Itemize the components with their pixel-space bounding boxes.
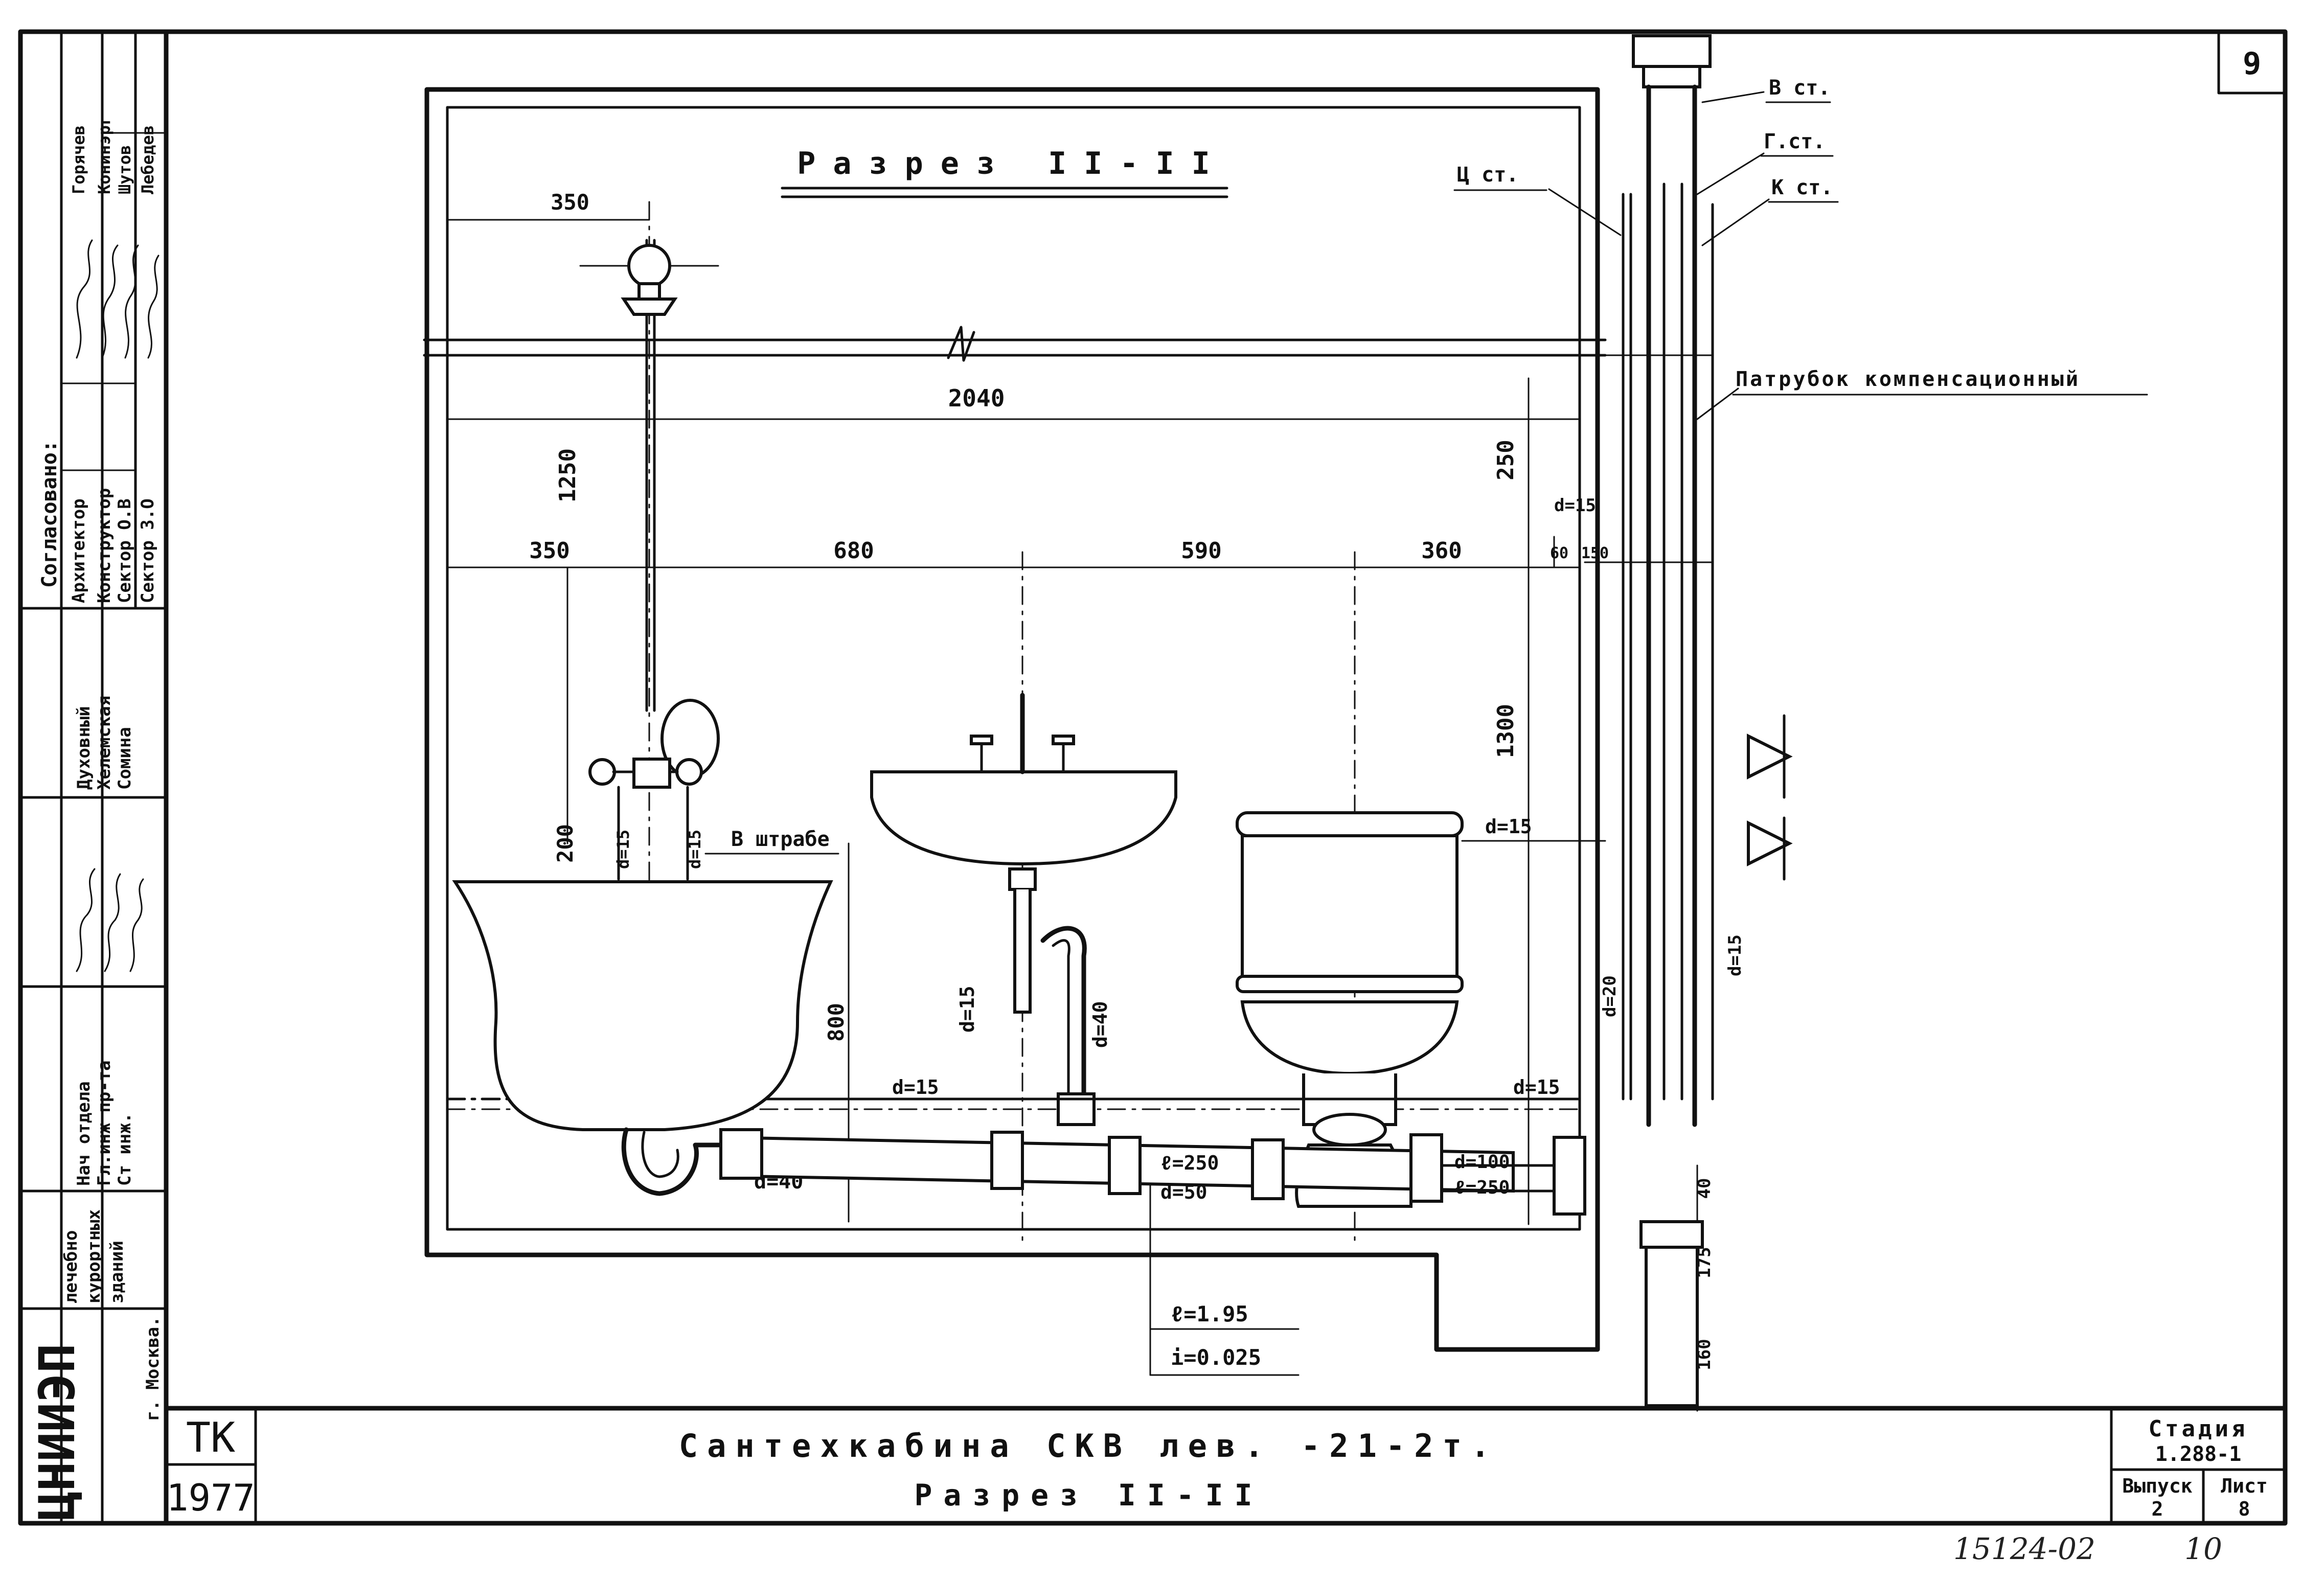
org-name-line: курортных bbox=[84, 1209, 104, 1303]
sheet-label: Лист bbox=[2221, 1475, 2268, 1497]
dim-40: 40 bbox=[1694, 1178, 1715, 1199]
pipe-note-d15: d=15 bbox=[956, 986, 978, 1033]
pipe-note-d15: d=15 bbox=[892, 1076, 939, 1098]
signatures-staff bbox=[76, 868, 144, 972]
title-line-2: Разрез II-II bbox=[914, 1478, 1263, 1513]
riser-leaders bbox=[1548, 91, 1770, 420]
pipe-note-slope: i=0.025 bbox=[1171, 1345, 1261, 1370]
pipe-note-d15: d=15 bbox=[613, 830, 633, 869]
staff-role: Нач отдела bbox=[74, 1081, 94, 1186]
pipe-note-d15: d=15 bbox=[685, 830, 704, 869]
pipe-note-d15: d=15 bbox=[1554, 495, 1596, 516]
title-block bbox=[164, 1406, 2288, 1525]
org-city: г. Москва. bbox=[143, 1316, 163, 1421]
staff-role: Ст инж. bbox=[115, 1113, 135, 1186]
dim-800: 800 bbox=[824, 1003, 849, 1042]
in-groove-label: В штрабе bbox=[731, 828, 830, 851]
dim-350: 350 bbox=[529, 538, 569, 564]
dim-360: 360 bbox=[1421, 538, 1462, 564]
section-title: Разрез II-II bbox=[797, 146, 1227, 181]
org-logo: ЦНИИЭП bbox=[29, 1343, 86, 1521]
left-stamp bbox=[19, 30, 168, 1525]
riser-label: Ц ст. bbox=[1457, 163, 1518, 187]
pipe-note-d15: d=15 bbox=[1485, 815, 1532, 838]
approval-role: Сектор З.О bbox=[138, 498, 158, 603]
pipe-note-d40: d=40 bbox=[1089, 1001, 1111, 1048]
approval-name: Лебедев bbox=[138, 125, 157, 194]
org-name-line: зданий bbox=[107, 1241, 127, 1303]
compensation-label: Патрубок компенсационный bbox=[1736, 368, 2080, 391]
title-line-1: Сантехкабина СКВ лев. -21-2т. bbox=[679, 1427, 1499, 1464]
staff-name: Хелемская bbox=[94, 696, 115, 790]
org-name-line: лечебно bbox=[61, 1230, 81, 1303]
pipe-note-d15: d=15 bbox=[1513, 1076, 1560, 1098]
pipe-note-l250: ℓ=250 bbox=[1160, 1152, 1219, 1174]
riser-label: К ст. bbox=[1771, 176, 1833, 199]
bathtub bbox=[452, 880, 833, 1196]
sheet-number: 9 bbox=[2243, 46, 2261, 82]
dim-1300: 1300 bbox=[1493, 704, 1519, 758]
dim-60: 60 bbox=[1550, 544, 1568, 562]
approval-role: Конструктор bbox=[94, 488, 115, 603]
footer-page-number: 10 bbox=[2184, 1531, 2222, 1566]
dim-150: 150 bbox=[1581, 544, 1609, 562]
pipe-note-l195: ℓ=1.95 bbox=[1171, 1301, 1248, 1326]
approval-role: Архитектор bbox=[69, 498, 89, 603]
pipe-note-d20: d=20 bbox=[1600, 975, 1620, 1017]
approval-name: Шутов bbox=[115, 145, 134, 194]
staff-name: Сомина bbox=[115, 727, 135, 790]
approval-name: Конинэрг bbox=[95, 116, 114, 194]
staff-role: Гл.инж пр-та bbox=[94, 1060, 115, 1186]
stage-value: 1.288-1 bbox=[2155, 1442, 2242, 1466]
issue-value: 2 bbox=[2152, 1498, 2163, 1520]
sheet-value: 8 bbox=[2239, 1498, 2250, 1520]
risers bbox=[1584, 34, 1793, 1407]
dim-350-top: 350 bbox=[551, 190, 589, 215]
signatures-approval bbox=[76, 239, 160, 359]
dim-250: 250 bbox=[1493, 440, 1519, 480]
pipe-note-l250: ℓ=250 bbox=[1454, 1177, 1510, 1198]
footer-archive-number: 15124-02 bbox=[1953, 1531, 2095, 1566]
pipe-note-d50: d=50 bbox=[1160, 1181, 1207, 1203]
pipe-note-d100: d=100 bbox=[1454, 1152, 1510, 1173]
dim-680: 680 bbox=[833, 538, 874, 564]
dim-200: 200 bbox=[553, 824, 578, 863]
staff-name: Духовный bbox=[74, 706, 94, 790]
riser-label: В ст. bbox=[1769, 76, 1830, 100]
approval-header: Согласовано: bbox=[38, 440, 61, 588]
wash-basin bbox=[870, 693, 1177, 1126]
sheet-frame bbox=[18, 29, 2288, 1526]
stage-label: Стадия bbox=[2149, 1416, 2248, 1442]
dim-590: 590 bbox=[1181, 538, 1221, 564]
dim-1250: 1250 bbox=[555, 448, 581, 502]
approval-role: Сектор О.В bbox=[115, 498, 135, 603]
dim-2040: 2040 bbox=[948, 384, 1005, 412]
approval-name: Горячев bbox=[69, 125, 88, 194]
drain-pipeline bbox=[719, 1097, 1586, 1216]
title-year: 1977 bbox=[166, 1476, 255, 1519]
issue-label: Выпуск bbox=[2122, 1475, 2192, 1497]
pipe-note-d15: d=15 bbox=[1725, 934, 1745, 976]
riser-label: Г.ст. bbox=[1764, 130, 1825, 153]
title-code: ТК bbox=[186, 1414, 235, 1461]
shower-assembly bbox=[588, 239, 720, 881]
